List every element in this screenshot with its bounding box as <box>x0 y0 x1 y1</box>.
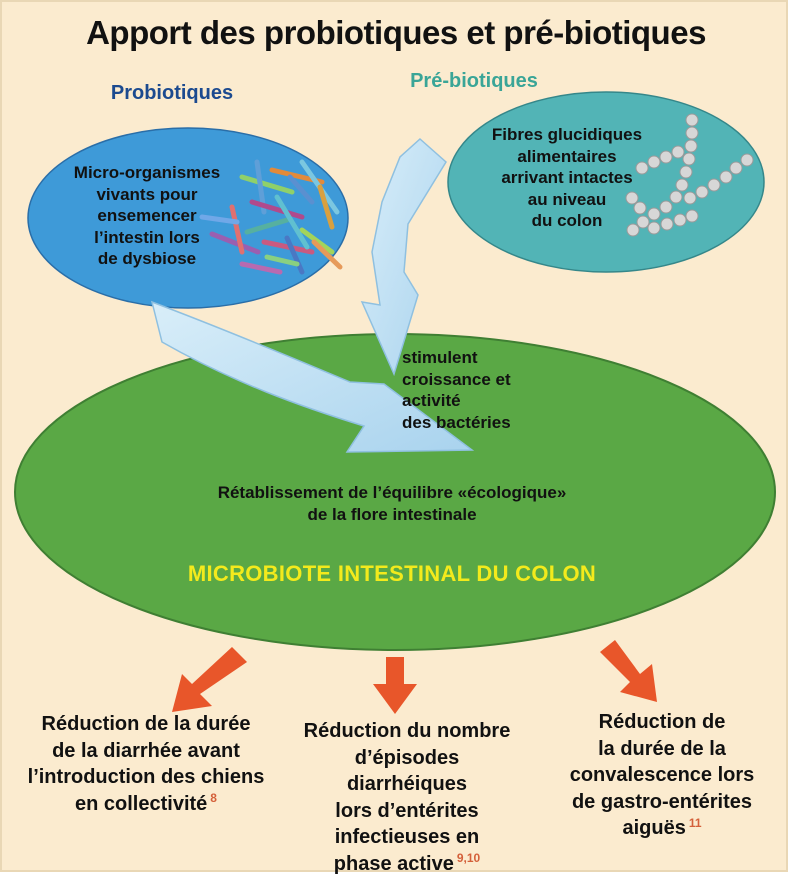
stimulation-label: stimulent croissance et activité des bac… <box>402 348 511 432</box>
outcome-3-text: Réduction de la durée de la convalescenc… <box>569 711 755 840</box>
prebiotic-ellipse <box>447 91 765 273</box>
prebiotics-description: Fibres glucidiques alimentaires arrivant… <box>491 125 643 231</box>
outcome-3-reference: 11 <box>688 815 702 830</box>
bacteria-cluster-icon <box>199 159 343 275</box>
prebiotic-arrow <box>360 137 447 377</box>
outcome-arrow-left <box>172 647 247 712</box>
outcome-arrow-right <box>600 640 657 702</box>
outcome-2-reference: 9,10 <box>456 851 481 866</box>
diagram-title: Apport des probiotiques et pré-biotiques <box>86 14 706 51</box>
probiotic-ellipse <box>27 127 349 309</box>
outcome-1: Réduction de la durée de la diarrhée ava… <box>16 711 276 817</box>
probiotics-heading: Probiotiques <box>110 82 234 104</box>
prebiotics-heading: Pré-biotiques <box>410 70 538 92</box>
outcome-2: Réduction du nombre d’épisodes diarrhéiq… <box>292 718 522 878</box>
outcome-1-text: Réduction de la durée de la diarrhée ava… <box>27 713 265 815</box>
outcome-arrow-center <box>373 657 417 714</box>
outcome-2-text: Réduction du nombre d’épisodes diarrhéiq… <box>303 720 511 875</box>
probiotics-description: Micro-organismes vivants pour ensemencer… <box>73 163 221 269</box>
probiotic-arrow <box>150 300 475 453</box>
rebalance-label: Rétablissement de l’équilibre «écologiqu… <box>217 483 567 524</box>
fiber-chain-icon <box>625 113 754 237</box>
outcome-3: Réduction de la durée de la convalescenc… <box>547 709 777 842</box>
microbiote-label: MICROBIOTE INTESTINAL DU COLON <box>187 561 597 586</box>
outcome-1-reference: 8 <box>210 791 217 806</box>
